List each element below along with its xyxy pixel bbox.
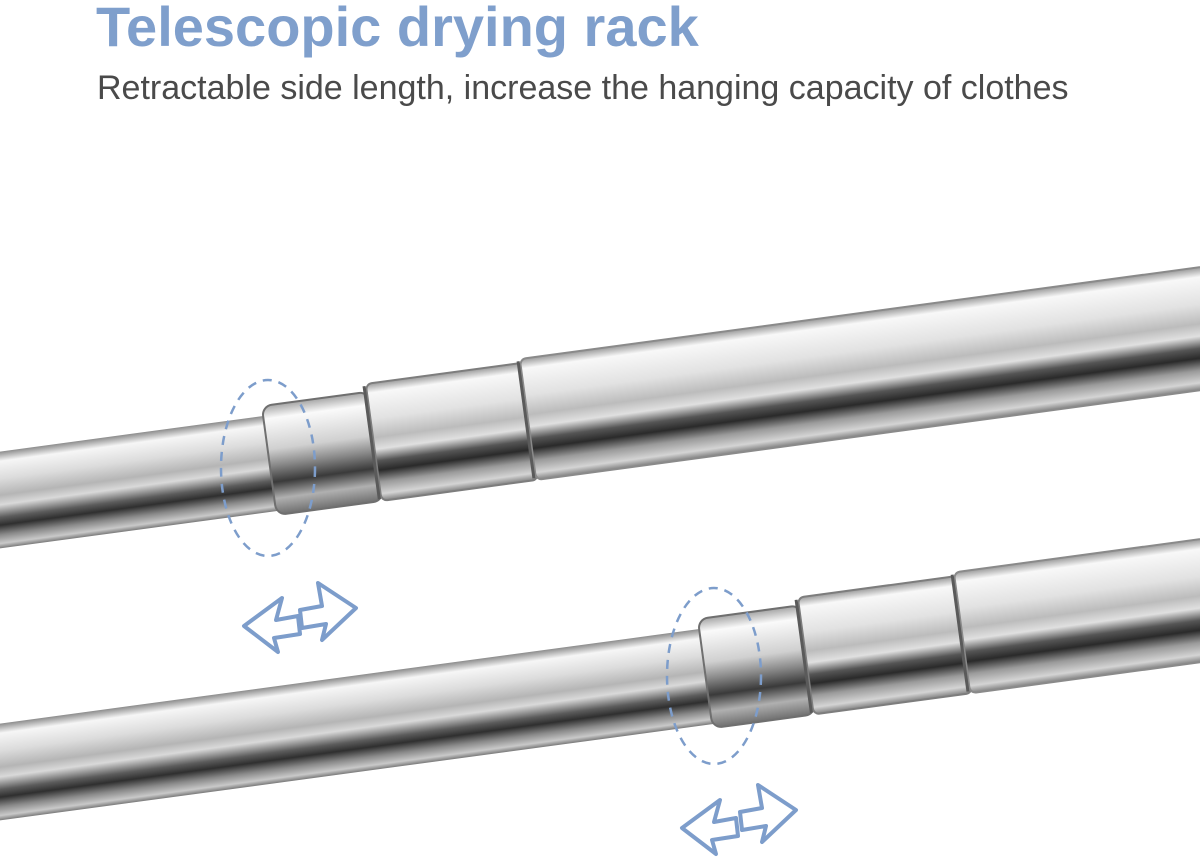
lower-rod-thin-segment (0, 626, 730, 821)
upper-rod-sleeve (262, 391, 384, 515)
upper-rod-thin-segment (0, 413, 294, 549)
double-arrow-icon (242, 581, 358, 654)
lower-rod-mid-segment (797, 575, 973, 715)
dashed-circle-icon (219, 378, 317, 558)
lower-rod (0, 529, 1200, 821)
dashed-circle-icon (665, 586, 763, 766)
page-subtitle: Retractable side length, increase the ha… (97, 69, 1069, 107)
page-title: Telescopic drying rack (96, 0, 699, 58)
upper-rod (0, 262, 1200, 549)
double-arrow-icon (680, 783, 798, 856)
upper-rod-mid-segment (365, 362, 539, 502)
lower-rod-thick-segment (953, 529, 1200, 694)
upper-rod-thick-segment (519, 262, 1200, 481)
